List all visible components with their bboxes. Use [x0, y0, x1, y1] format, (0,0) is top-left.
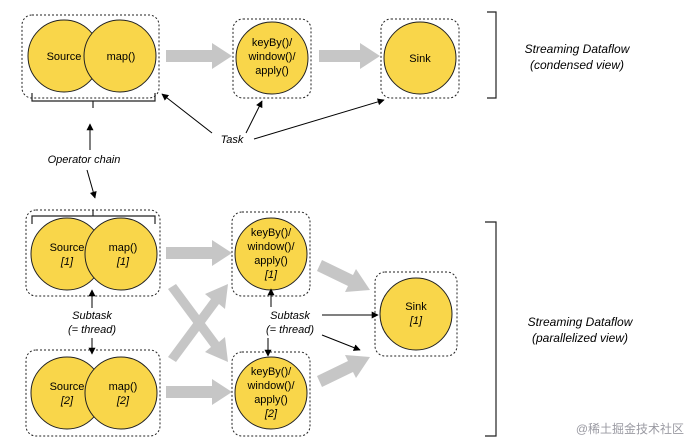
task-box-sink [380, 18, 460, 99]
condensed-flow-arrows [166, 43, 380, 69]
sink1-index: [1] [409, 315, 423, 327]
keyby2-label-line3: apply() [254, 394, 288, 406]
subtask-annotation-middle-line1: Subtask [270, 310, 310, 322]
sink-node [383, 21, 457, 95]
map-node [83, 19, 157, 93]
task-pointers [161, 93, 385, 140]
subtask-annotation-middle-line2: (= thread) [266, 324, 314, 336]
operator-chain-bracket-top [31, 93, 156, 108]
watermark-text: @稀土掘金技术社区 [576, 421, 684, 436]
task-box-source-map [21, 14, 160, 99]
keyby1-index: [1] [264, 269, 278, 281]
subtask-pointers-middle [264, 288, 379, 357]
subtask-annotation-left-line2: (= thread) [68, 324, 116, 336]
sink-label: Sink [409, 53, 431, 65]
source-label: Source [47, 51, 82, 63]
keyby2-label-line1: keyBy()/ [251, 366, 292, 378]
subtask-middle-pointer-keyby2 [321, 334, 361, 351]
parallel-caption-title: Streaming Dataflow [528, 315, 634, 329]
keyby-node [235, 21, 309, 95]
map1-label: map() [109, 242, 138, 254]
keyby-label-line2: window()/ [247, 51, 296, 63]
keyby2-label-line2: window()/ [246, 380, 295, 392]
parallel-caption-subtitle: (parallelized view) [532, 331, 628, 345]
keyby2-index: [2] [264, 408, 278, 420]
keyby-label-line1: keyBy()/ [252, 37, 293, 49]
condensed-caption-bracket [487, 11, 497, 99]
condensed-caption-subtitle: (condensed view) [530, 58, 624, 72]
task-box-keyby1 [231, 211, 311, 297]
map2-label: map() [109, 381, 138, 393]
keyby1-label-line3: apply() [254, 255, 288, 267]
flow-arrow-chain-to-keyby [166, 43, 232, 69]
operator-chain-annotation: Operator chain [48, 154, 121, 166]
operator-chain-bracket-bottom [31, 210, 156, 224]
subtask-annotation-left-line1: Subtask [72, 310, 112, 322]
flow-arrow-keyby2-to-sink [317, 355, 370, 387]
map2-node [84, 356, 158, 430]
condensed-caption-title: Streaming Dataflow [525, 42, 631, 56]
task-annotation: Task [221, 134, 244, 146]
map-label: map() [107, 51, 136, 63]
condensed-nodes [27, 19, 457, 95]
task-pointer-chain [161, 93, 213, 134]
source2-index: [2] [60, 395, 74, 407]
source1-index: [1] [60, 256, 74, 268]
condensed-task-boxes [21, 14, 460, 99]
parallel-flow-arrows [166, 240, 370, 405]
task-box-sink1 [374, 271, 458, 357]
keyby2-node [234, 356, 308, 430]
operator-chain-pointers [86, 123, 97, 199]
operator-chain-pointer-down [86, 169, 97, 199]
sink1-node [379, 277, 453, 351]
map2-index: [2] [116, 395, 130, 407]
flow-arrow-keyby-to-sink [319, 43, 380, 69]
map1-node [84, 217, 158, 291]
keyby1-label-line2: window()/ [246, 241, 295, 253]
source1-label: Source [50, 242, 85, 254]
task-pointer-sink [253, 98, 385, 140]
flow-arrow-chain2-to-keyby2 [166, 379, 232, 405]
flow-arrow-keyby1-to-sink [317, 260, 370, 292]
task-box-keyby [232, 18, 312, 99]
keyby-label-line3: apply() [255, 65, 289, 77]
keyby1-label-line1: keyBy()/ [251, 227, 292, 239]
parallel-caption-bracket [485, 221, 497, 437]
map1-index: [1] [116, 256, 130, 268]
task-pointer-keyby [245, 100, 263, 134]
sink1-label: Sink [405, 301, 427, 313]
flow-arrow-chain2-to-keyby1 [168, 284, 228, 362]
source2-label: Source [50, 381, 85, 393]
flow-arrow-chain1-to-keyby1 [166, 240, 232, 266]
